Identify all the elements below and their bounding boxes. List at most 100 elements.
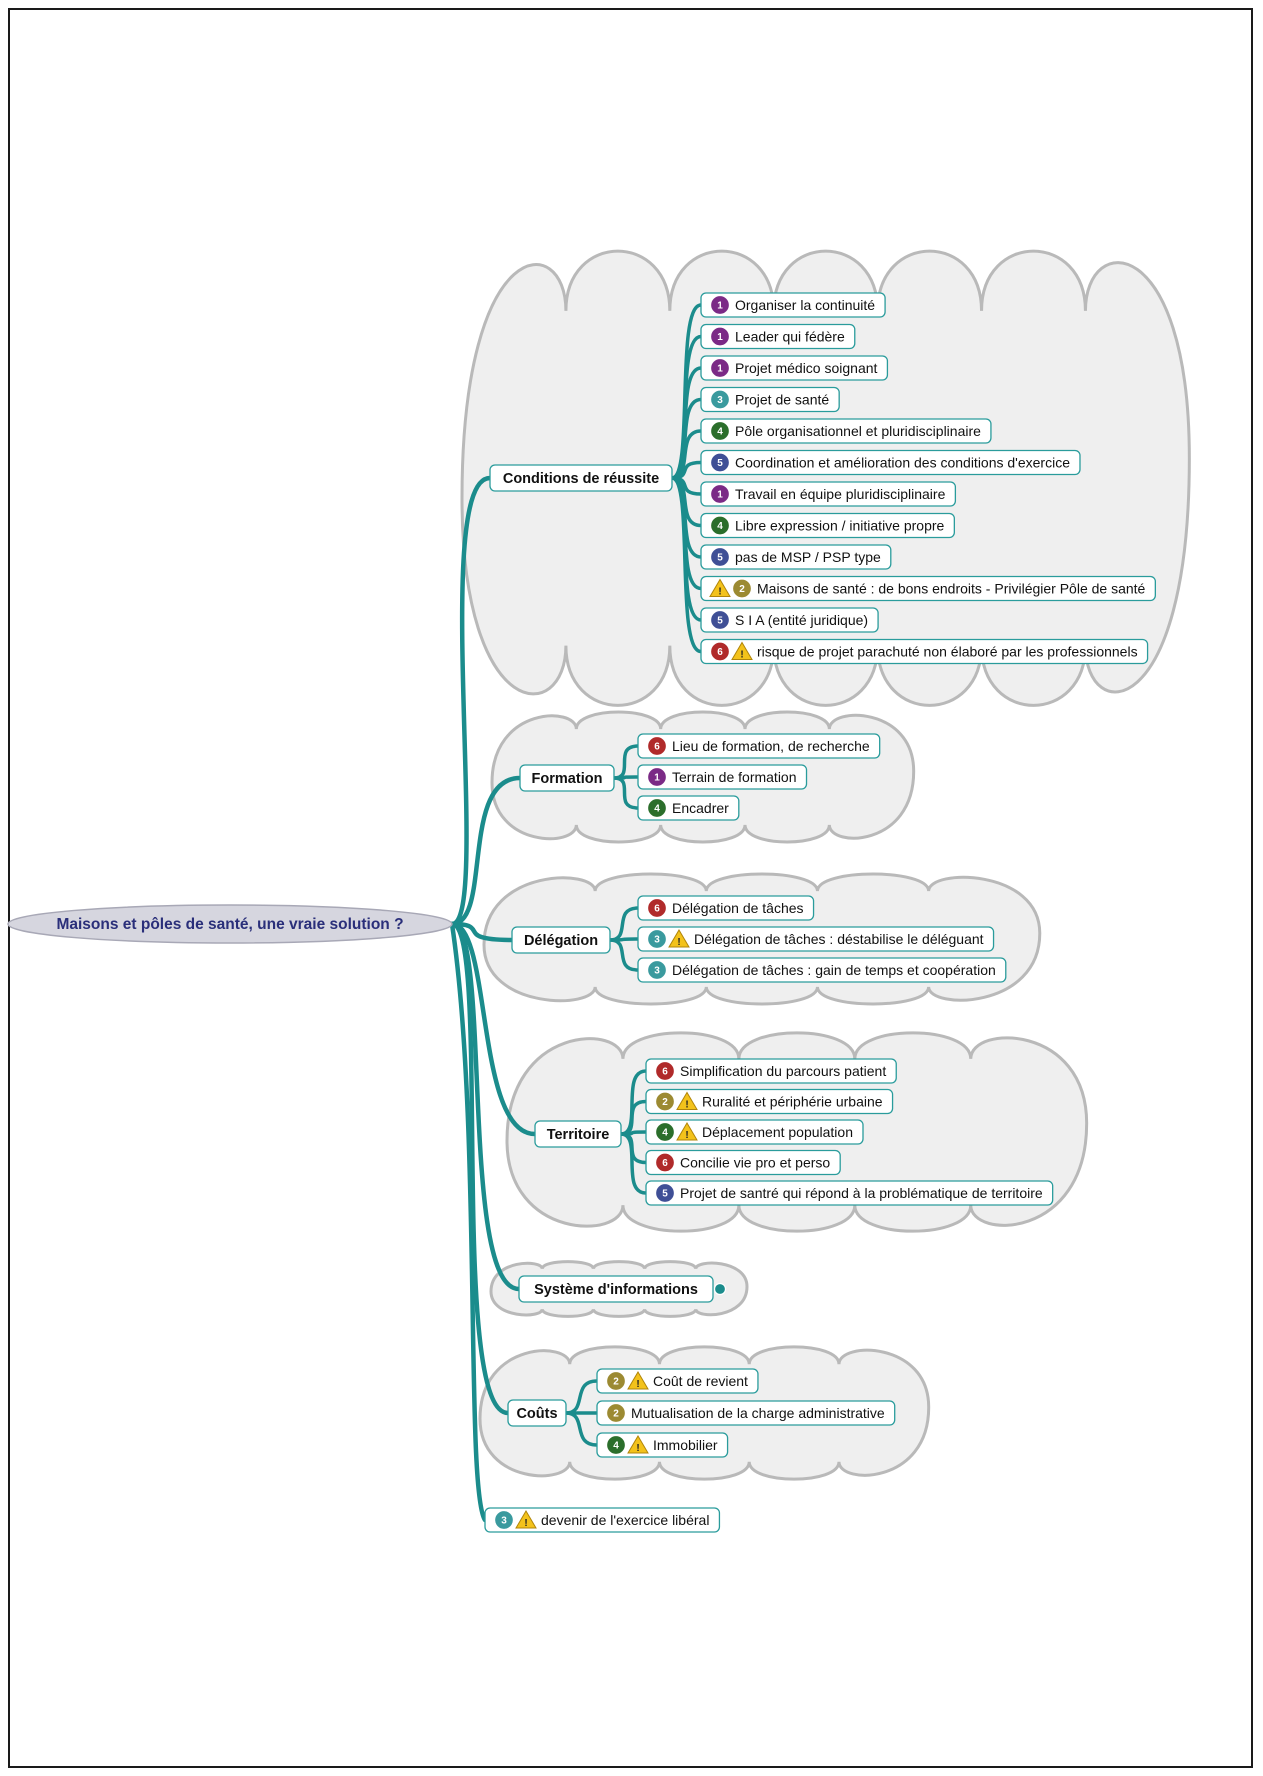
priority-6-icon: 6	[646, 897, 668, 919]
topic-label: Simplification du parcours patient	[680, 1063, 886, 1079]
standalone-topic[interactable]: 3!devenir de l'exercice libéral	[484, 1507, 721, 1533]
central-topic-bubble	[7, 904, 453, 944]
central-topic-label: Maisons et pôles de santé, une vraie sol…	[56, 916, 403, 933]
connector	[449, 921, 511, 1416]
topic-label: Concilie vie pro et perso	[680, 1155, 830, 1171]
subtopic[interactable]: 1 Projet médico soignant	[700, 355, 889, 381]
branch-topic[interactable]: Délégation	[511, 926, 611, 954]
branch-topic[interactable]: Conditions de réussite	[489, 464, 673, 492]
subtopic[interactable]: 2 Mutualisation de la charge administrati…	[596, 1400, 896, 1426]
svg-text:2: 2	[739, 584, 745, 595]
priority-3-icon: 3	[646, 959, 668, 981]
connector	[449, 475, 493, 927]
connector-layer	[449, 303, 703, 1523]
connector	[670, 476, 703, 654]
svg-text:!: !	[685, 1130, 688, 1141]
expand-icon[interactable]	[713, 1282, 727, 1296]
subtopic[interactable]: 6 Concilie vie pro et perso	[645, 1149, 841, 1176]
svg-text:6: 6	[662, 1067, 668, 1078]
topic-label: risque de projet parachuté non élaboré p…	[757, 644, 1138, 660]
topic-label: Déplacement population	[702, 1124, 853, 1140]
svg-text:3: 3	[654, 966, 660, 977]
svg-text:6: 6	[662, 1158, 668, 1169]
connector	[449, 775, 523, 927]
priority-2-icon: 2	[731, 578, 753, 599]
connector	[612, 776, 640, 810]
svg-text:5: 5	[662, 1189, 668, 1200]
topic-label: Leader qui fédère	[735, 329, 845, 345]
priority-5-icon: 5	[709, 452, 731, 473]
topic-label: S I A (entité juridique)	[735, 612, 868, 628]
priority-2-icon: 2	[605, 1402, 627, 1424]
warning-icon: !	[709, 578, 731, 598]
branch-label: Système d'informations	[534, 1282, 698, 1298]
warning-icon: !	[676, 1122, 698, 1141]
connector	[449, 921, 515, 943]
priority-6-icon: 6	[709, 641, 731, 662]
subtopic[interactable]: 2!Ruralité et périphérie urbaine	[645, 1088, 894, 1115]
subtopic[interactable]: 6!risque de projet parachuté non élaboré…	[700, 638, 1149, 665]
priority-6-icon: 6	[654, 1060, 676, 1082]
subtopic[interactable]: ! 2 Maisons de santé : de bons endroits - …	[700, 575, 1156, 602]
central-topic[interactable]: Maisons et pôles de santé, une vraie sol…	[7, 904, 453, 944]
priority-5-icon: 5	[654, 1182, 676, 1204]
svg-text:6: 6	[717, 647, 723, 658]
svg-text:3: 3	[654, 935, 660, 946]
branch-topic[interactable]: Territoire	[534, 1120, 622, 1148]
svg-text:1: 1	[717, 364, 723, 375]
subtopic[interactable]: 4!Immobilier	[596, 1432, 729, 1458]
svg-text:3: 3	[501, 1516, 507, 1527]
priority-3-icon: 3	[493, 1509, 515, 1531]
svg-text:!: !	[718, 587, 721, 598]
priority-3-icon: 3	[709, 389, 731, 410]
warning-icon: !	[515, 1510, 537, 1529]
connector	[449, 921, 538, 1137]
topic-label: devenir de l'exercice libéral	[541, 1512, 709, 1528]
topic-label: Lieu de formation, de recherche	[672, 738, 870, 754]
topic-label: pas de MSP / PSP type	[735, 549, 881, 565]
priority-4-icon: 4	[646, 797, 668, 819]
branch-topic[interactable]: Système d'informations	[518, 1275, 727, 1303]
svg-text:4: 4	[613, 1441, 619, 1452]
branch-topic[interactable]: Coûts	[507, 1399, 567, 1427]
subtopic[interactable]: 6 Simplification du parcours patient	[645, 1058, 897, 1084]
priority-6-icon: 6	[646, 735, 668, 757]
branch-label: Conditions de réussite	[503, 471, 659, 487]
topic-label: Mutualisation de la charge administrativ…	[631, 1405, 885, 1421]
branch-label: Territoire	[547, 1127, 610, 1143]
subtopic[interactable]: 2!Coût de revient	[596, 1368, 759, 1394]
svg-text:3: 3	[717, 395, 723, 406]
branch-topic[interactable]: Formation	[519, 764, 615, 792]
connector	[564, 1411, 599, 1447]
svg-text:1: 1	[717, 490, 723, 501]
svg-text:2: 2	[662, 1097, 668, 1108]
branch-label: Coûts	[516, 1406, 557, 1422]
subtopic[interactable]: 3!Délégation de tâches : déstabilise le …	[637, 926, 995, 952]
topic-label: Maisons de santé : de bons endroits - Pr…	[757, 581, 1146, 597]
topic-label: Projet médico soignant	[735, 360, 878, 376]
priority-2-icon: 2	[605, 1370, 627, 1392]
svg-text:!: !	[636, 1443, 639, 1454]
subtopic[interactable]: 4!Déplacement population	[645, 1119, 864, 1145]
svg-text:5: 5	[717, 458, 723, 469]
svg-text:!: !	[677, 937, 680, 948]
branch-label: Formation	[532, 771, 603, 787]
svg-text:2: 2	[613, 1409, 619, 1420]
topic-label: Encadrer	[672, 800, 729, 816]
priority-3-icon: 3	[646, 928, 668, 950]
